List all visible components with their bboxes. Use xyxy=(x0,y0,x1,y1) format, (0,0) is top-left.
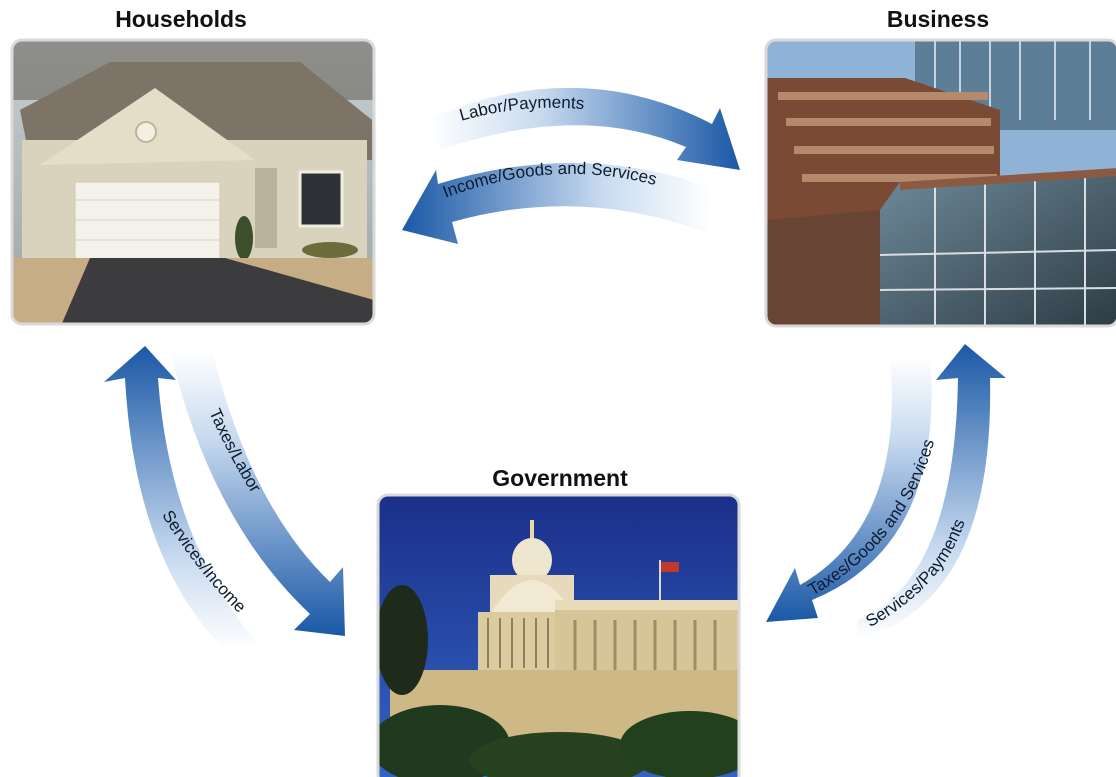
government-frame xyxy=(376,493,741,777)
arrow-households-to-government xyxy=(170,350,345,636)
government-title: Government xyxy=(492,465,628,491)
arrow-government-to-households xyxy=(104,346,263,650)
households-title: Households xyxy=(115,6,247,32)
arrow-business-to-households xyxy=(402,162,712,244)
business-title: Business xyxy=(887,6,989,32)
government-photo xyxy=(378,495,739,777)
households-frame xyxy=(10,38,376,326)
households-photo xyxy=(12,40,374,324)
business-frame xyxy=(764,38,1116,328)
business-photo xyxy=(766,40,1116,326)
arrow-households-to-business xyxy=(430,87,740,170)
arrow-business-to-government xyxy=(766,358,932,622)
arrow-government-to-business xyxy=(855,344,1006,640)
